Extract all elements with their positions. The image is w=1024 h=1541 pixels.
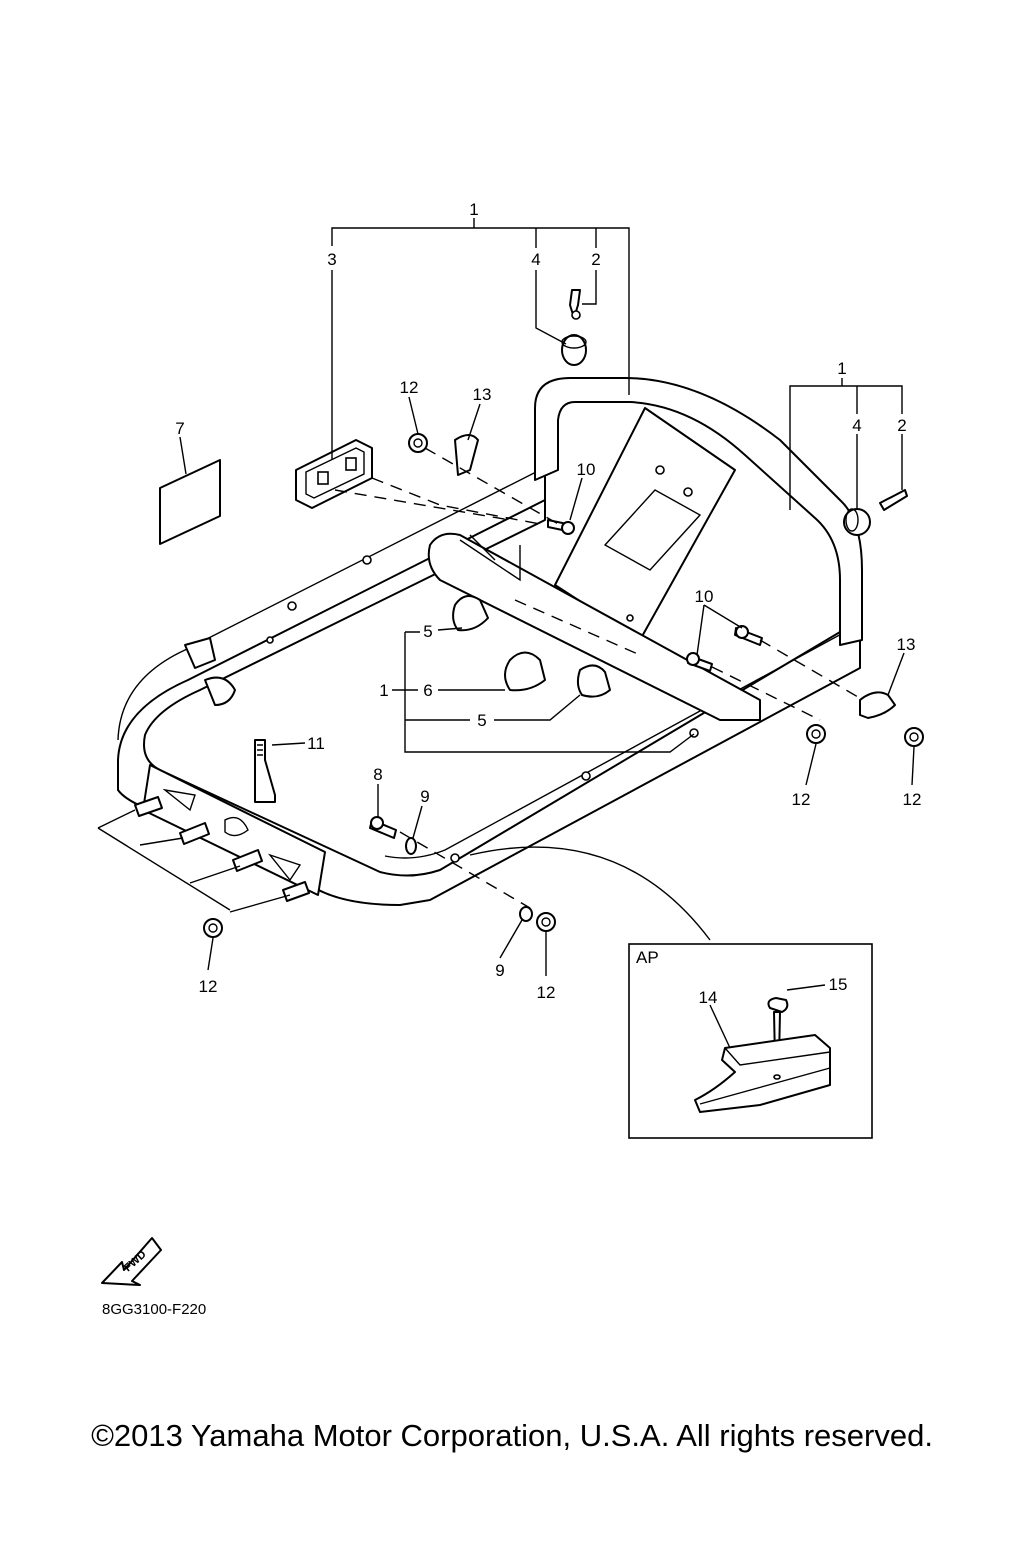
callout-14: 14 <box>699 988 718 1007</box>
callout-5-a: 5 <box>423 622 432 641</box>
callout-10-b: 10 <box>695 587 714 606</box>
callout-4-top: 4 <box>531 250 540 269</box>
copyright-notice: ©2013 Yamaha Motor Corporation, U.S.A. A… <box>91 1418 933 1453</box>
callout-3: 3 <box>327 250 336 269</box>
callout-labels: 1 3 4 2 12 13 7 10 1 4 2 10 13 5 1 6 5 1… <box>175 200 921 1007</box>
label-sticker <box>159 459 221 545</box>
clamps <box>452 595 611 698</box>
plate-part <box>295 439 373 509</box>
callout-6: 6 <box>423 681 432 700</box>
callout-4-right: 4 <box>852 416 861 435</box>
callout-9-b: 9 <box>495 961 504 980</box>
callout-10-a: 10 <box>577 460 596 479</box>
callout-13-b: 13 <box>897 635 916 654</box>
callout-13-a: 13 <box>473 385 492 404</box>
callout-9-a: 9 <box>420 787 429 806</box>
callout-1-right: 1 <box>837 359 846 378</box>
inset-ap <box>628 943 873 1139</box>
callout-12-b: 12 <box>792 790 811 809</box>
assembly-lines <box>334 447 859 909</box>
callout-2-top: 2 <box>591 250 600 269</box>
callout-2-right: 2 <box>897 416 906 435</box>
callout-15: 15 <box>829 975 848 994</box>
bumper-upper <box>561 289 587 366</box>
callout-1-mid: 1 <box>379 681 388 700</box>
callout-5-b: 5 <box>477 711 486 730</box>
callout-7: 7 <box>175 419 184 438</box>
front-studs <box>97 796 310 913</box>
fasteners <box>203 433 924 938</box>
fwd-arrow-icon: FWD <box>101 1237 162 1286</box>
callout-8: 8 <box>373 765 382 784</box>
bumper-right <box>843 489 908 536</box>
inset-label: AP <box>636 948 659 967</box>
callout-12-e: 12 <box>537 983 556 1002</box>
callout-12-c: 12 <box>903 790 922 809</box>
callout-12-a: 12 <box>400 378 419 397</box>
leader-lines <box>179 218 915 976</box>
drawing-code: 8GG3100-F220 <box>102 1301 206 1318</box>
callout-12-d: 12 <box>199 977 218 996</box>
callout-1-top: 1 <box>469 200 478 219</box>
frame-assembly <box>117 377 863 941</box>
callout-11: 11 <box>307 734 325 753</box>
